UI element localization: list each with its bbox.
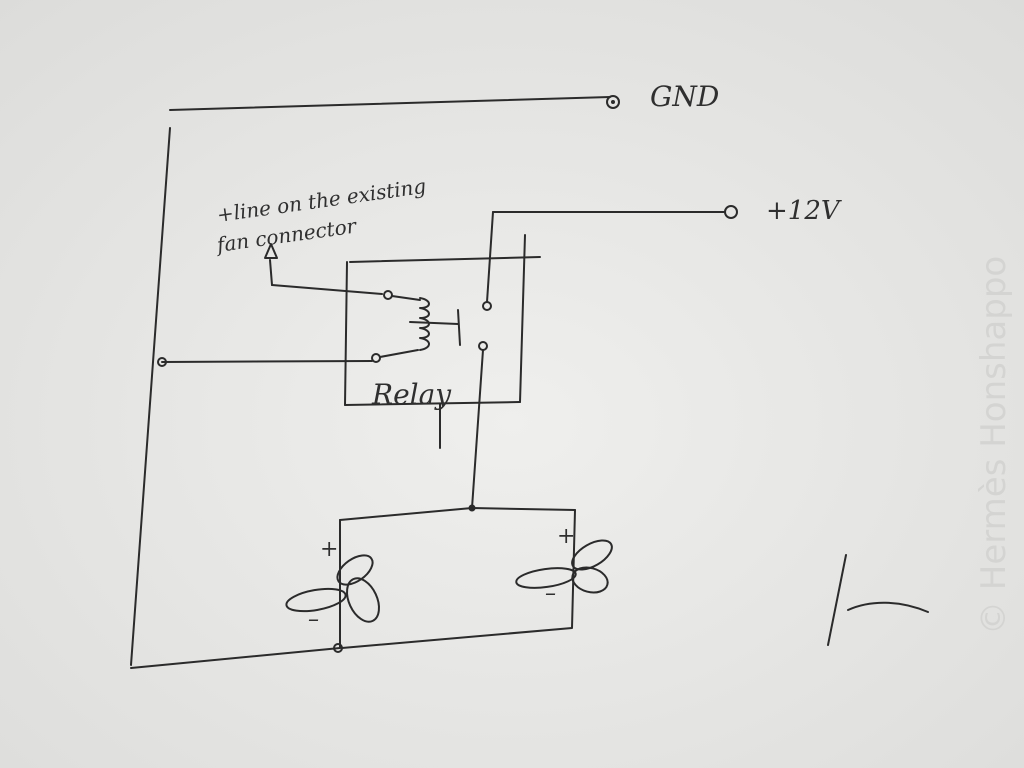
fan-right-minus: – xyxy=(545,581,556,606)
switch-to-fans-wire xyxy=(471,349,484,509)
switch-contact-top xyxy=(482,301,492,311)
fan-left-icon xyxy=(285,554,380,623)
fan-right-branch xyxy=(341,509,576,649)
coil-lead-bottom xyxy=(379,349,419,358)
fan-connector-wire xyxy=(271,284,383,295)
v12-terminal xyxy=(724,205,738,219)
v12-label: +12V xyxy=(766,196,842,226)
relay-box-bottom xyxy=(344,401,521,406)
relay-box-top xyxy=(349,256,541,263)
watermark: © Hermès Honshappo xyxy=(974,256,1014,635)
gnd-bottom-wire xyxy=(130,647,341,669)
stray-mark-curve xyxy=(847,601,929,613)
note-arrow xyxy=(264,243,278,259)
gnd-terminal-dot xyxy=(611,100,615,104)
fan-left-plus: + xyxy=(320,537,338,562)
gnd-terminal xyxy=(606,95,620,109)
relay-box-right xyxy=(519,234,526,403)
relay-armature xyxy=(457,309,461,346)
v12-wire-down xyxy=(486,211,494,303)
coil-lead-top xyxy=(391,295,421,301)
coil-armature-link xyxy=(409,321,459,325)
fan-left-minus: – xyxy=(308,607,319,632)
coil-ground-wire xyxy=(161,360,373,363)
gnd-top-wire xyxy=(169,96,611,111)
relay-box-left xyxy=(344,261,348,406)
relay-label: Relay xyxy=(371,378,452,411)
fan-right-icon xyxy=(515,539,613,594)
fan-top-bus xyxy=(339,507,576,521)
fan-right-plus: + xyxy=(557,524,575,549)
fan-connector-wire-up xyxy=(269,259,273,286)
stray-mark-vertical xyxy=(827,554,847,646)
gnd-left-rail xyxy=(130,127,171,666)
gnd-label: GND xyxy=(650,80,719,113)
